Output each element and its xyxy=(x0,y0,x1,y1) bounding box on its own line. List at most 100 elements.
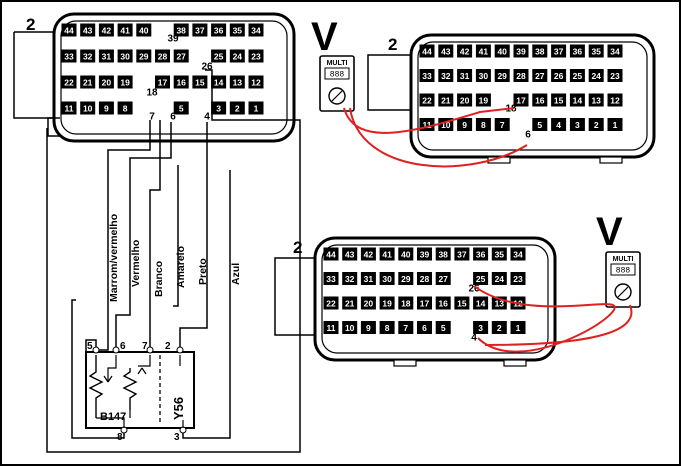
connector-pin-label: 5 xyxy=(179,104,184,114)
terminal-label-26: 26 xyxy=(468,284,480,295)
terminal-label-6: 6 xyxy=(525,130,531,141)
connector-pin-label: 5 xyxy=(537,120,542,130)
connector-pin-3 xyxy=(569,118,585,131)
connector-pin-label: 1 xyxy=(254,104,259,114)
harness-wires xyxy=(46,69,301,453)
connector-pin-33 xyxy=(61,49,77,63)
connector-pin-30 xyxy=(475,69,491,82)
connector-pin-16 xyxy=(435,296,451,310)
connector-pin-label: 36 xyxy=(476,250,486,260)
connector-pin-12 xyxy=(607,93,623,107)
connector-pin-label: 1 xyxy=(516,323,521,333)
connector-pin-label: 6 xyxy=(422,323,427,333)
connector-pin-label: 3 xyxy=(216,104,221,114)
connector-pin-label: 37 xyxy=(195,26,205,36)
connector-pin-label: 14 xyxy=(476,299,486,309)
connector-pin-label: 16 xyxy=(438,299,448,309)
connector-pin-16 xyxy=(173,75,189,89)
connector-pin-label: 23 xyxy=(251,52,261,62)
multimeter-1-display: 888 xyxy=(330,71,345,80)
connector-pin-1 xyxy=(510,321,526,334)
connector-pin-label: 27 xyxy=(176,52,186,62)
connector-pin-label: 7 xyxy=(500,120,505,130)
connector-pin-label: 38 xyxy=(438,250,448,260)
connector-pin-23 xyxy=(607,69,623,82)
connector-pin-37 xyxy=(551,44,567,58)
connector-pin-39 xyxy=(513,44,529,58)
connector-pin-5 xyxy=(173,101,189,115)
connector-pin-1 xyxy=(607,118,623,131)
terminal-label-39: 39 xyxy=(167,34,179,45)
pin-label-2: 2 xyxy=(165,341,171,352)
connector-pin-15 xyxy=(454,296,470,310)
connector-pin-label: 10 xyxy=(345,323,355,333)
connector-pin-13 xyxy=(588,93,604,107)
connector-pin-25 xyxy=(473,272,489,285)
connector-pin-42 xyxy=(360,247,376,261)
pin-label-5: 5 xyxy=(87,341,93,352)
connector-pin-42 xyxy=(98,23,114,37)
connector-pin-23 xyxy=(248,49,264,63)
connector-pin-38 xyxy=(173,23,189,37)
connector-pin-20 xyxy=(360,296,376,310)
connector-pin-label: 16 xyxy=(535,96,545,106)
multimeter-2-label: MULTI xyxy=(613,256,634,263)
connector-pin-label: 41 xyxy=(382,250,392,260)
connector-pin-16 xyxy=(532,93,548,107)
connector-pin-34 xyxy=(510,247,526,261)
connector-pin-label: 40 xyxy=(401,250,411,260)
connector-pin-label: 3 xyxy=(575,120,580,130)
connector-pin-33 xyxy=(419,69,435,82)
connector-pin-10 xyxy=(80,101,96,115)
connector-left-label: 2 xyxy=(26,15,35,34)
connector-pin-label: 23 xyxy=(513,274,523,284)
connector-pin-2 xyxy=(588,118,604,131)
connector-pin-label: 11 xyxy=(327,323,336,333)
connector-pin-36 xyxy=(211,23,227,37)
connector-pin-label: 25 xyxy=(573,71,583,81)
connector-pin-label: 2 xyxy=(497,323,502,333)
terminal-label-26: 26 xyxy=(201,62,213,73)
connector-pin-22 xyxy=(419,93,435,107)
connector-pin-label: 13 xyxy=(233,78,243,88)
connector-pin-28 xyxy=(155,49,170,63)
connector-pin-label: 31 xyxy=(460,71,470,81)
connector-pin-label: 41 xyxy=(479,47,489,57)
connector-pin-label: 44 xyxy=(64,26,74,36)
connector-pin-label: 43 xyxy=(441,47,451,57)
multimeter-1: V MULTI 888 xyxy=(311,15,355,112)
connector-pin-21 xyxy=(438,93,454,107)
connector-pin-44 xyxy=(419,44,435,58)
connector-pin-label: 40 xyxy=(139,26,149,36)
connector-pin-22 xyxy=(61,75,77,89)
connector-pin-41 xyxy=(379,247,395,261)
connector-pin-40 xyxy=(494,44,510,58)
connector-pin-label: 22 xyxy=(326,299,336,309)
connector-pin-label: 13 xyxy=(591,96,601,106)
connector-pin-label: 17 xyxy=(158,78,168,88)
connector-pin-label: 1 xyxy=(613,120,618,130)
connector-pin-29 xyxy=(398,272,414,285)
connector-pin-label: 28 xyxy=(516,71,526,81)
connector-pin-label: 21 xyxy=(83,78,93,88)
connector-pin-label: 2 xyxy=(594,120,599,130)
connector-pin-2 xyxy=(229,101,245,115)
connector-pin-label: 9 xyxy=(462,120,467,130)
connector-pin-15 xyxy=(192,75,208,89)
connector-pin-label: 20 xyxy=(102,78,112,88)
connector-pin-label: 39 xyxy=(420,250,430,260)
connector-pin-31 xyxy=(98,49,114,63)
connector-pin-35 xyxy=(588,44,604,58)
connector-pin-42 xyxy=(457,44,473,58)
connector-pin-label: 15 xyxy=(554,96,564,106)
connector-pin-22 xyxy=(323,296,339,310)
connector-pin-3 xyxy=(211,101,227,115)
connector-pin-11 xyxy=(323,321,339,334)
connector-pin-label: 39 xyxy=(516,47,526,57)
connector-pin-label: 42 xyxy=(102,26,112,36)
connector-pin-label: 20 xyxy=(460,96,470,106)
connector-pin-2 xyxy=(491,321,507,334)
